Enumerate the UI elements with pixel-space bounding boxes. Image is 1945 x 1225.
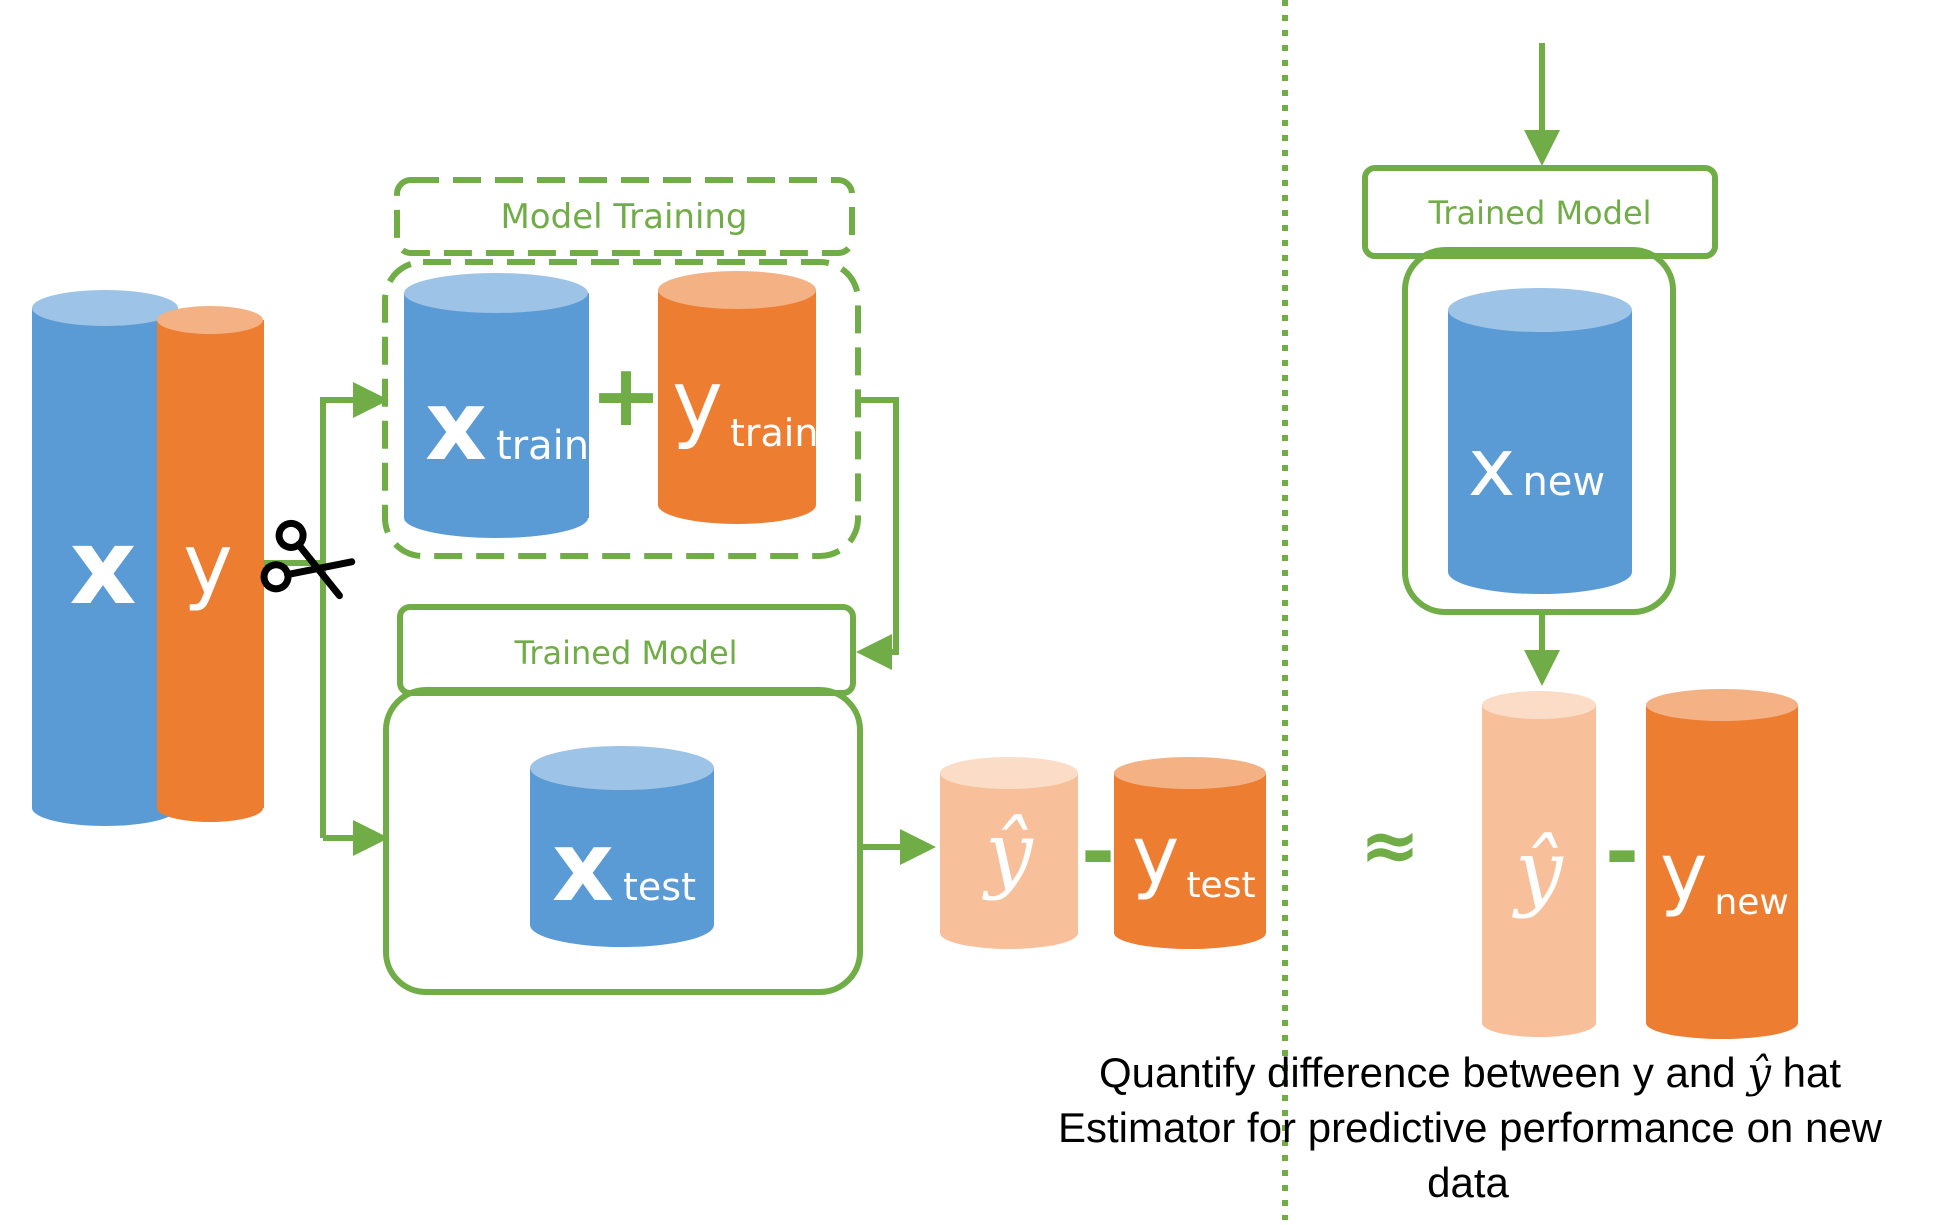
dataset-y-cylinder xyxy=(157,306,264,822)
trained-model-box xyxy=(383,687,863,995)
approximately-equal-sign: ≈ xyxy=(1360,803,1420,887)
y-hat-test-cylinder xyxy=(940,757,1078,949)
caption-line-1: Quantify difference between y and ŷ hat xyxy=(1099,1048,1841,1097)
model-training-header-box xyxy=(394,177,855,256)
new-trained-model-header-box xyxy=(1362,165,1718,259)
model-training-label: Model Training xyxy=(500,197,747,237)
new-trained-model-label: Trained Model xyxy=(1427,194,1651,232)
model-training-box xyxy=(382,259,861,559)
y-test-cylinder xyxy=(1114,757,1266,949)
y-train-cylinder xyxy=(658,271,816,524)
x-test-cylinder xyxy=(530,746,714,947)
trained-model-label: Trained Model xyxy=(513,634,737,672)
y-hat-test-label: ŷ xyxy=(981,804,1034,902)
dataset-y-label: y xyxy=(183,515,233,613)
dataset-x-cylinder xyxy=(32,290,178,826)
training-to-model-arrow xyxy=(856,397,899,670)
x-test-label: x test xyxy=(552,811,696,923)
y-hat-new-label: ŷ xyxy=(1511,822,1564,920)
caption-line-3: data xyxy=(1427,1159,1509,1206)
x-new-label: x new xyxy=(1468,421,1605,514)
y-test-label: y test xyxy=(1132,809,1256,906)
x-train-label: x train xyxy=(425,370,589,482)
minus-sign-new: - xyxy=(1605,805,1639,900)
caption-line-2: Estimator for predictive performance on … xyxy=(1058,1104,1883,1151)
y-new-label: y new xyxy=(1660,826,1789,923)
scissors-icon xyxy=(260,519,356,600)
dataset-x-label: x xyxy=(69,506,136,628)
x-new-cylinder xyxy=(1448,288,1632,594)
x-train-cylinder xyxy=(404,273,589,538)
y-train-label: y train xyxy=(672,352,818,455)
minus-sign-test: - xyxy=(1081,805,1115,900)
plus-sign: + xyxy=(590,346,662,446)
split-connectors xyxy=(264,382,389,856)
y-new-cylinder xyxy=(1646,689,1798,1039)
y-hat-new-cylinder xyxy=(1482,691,1596,1037)
